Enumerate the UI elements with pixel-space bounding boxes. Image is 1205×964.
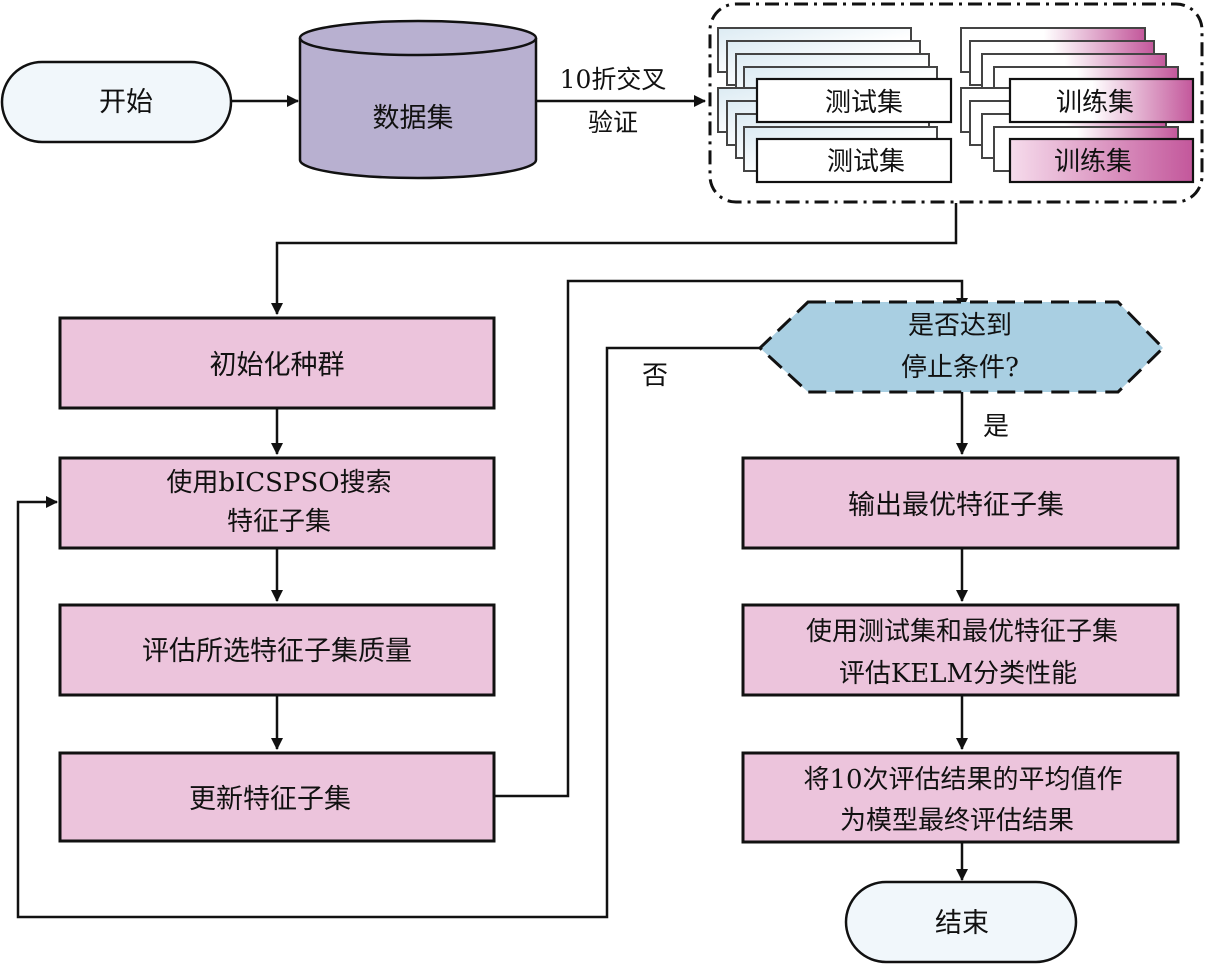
end-label: 结束	[935, 908, 989, 939]
test-set-stack: 测试集 测试集	[717, 27, 953, 184]
update-subset-process[interactable]: 更新特征子集	[58, 751, 496, 843]
train-set-1-label: 训练集	[1056, 88, 1134, 118]
output-best-process[interactable]: 输出最优特征子集	[741, 456, 1180, 550]
cv-label-line2: 验证	[588, 108, 638, 137]
evaluate-kelm-process[interactable]: 使用测试集和最优特征子集 评估KELM分类性能	[741, 603, 1180, 697]
edge-update-to-decision	[494, 279, 968, 798]
evaluate-quality-label: 评估所选特征子集质量	[142, 636, 412, 667]
update-subset-label: 更新特征子集	[189, 784, 351, 815]
search-subset-label-line1: 使用bICSPSO搜索	[166, 468, 391, 498]
cross-validation-group: 测试集 测试集 训练集 训练集	[708, 2, 1204, 204]
edge-cv-to-init	[271, 203, 958, 315]
stop-condition-label-line1: 是否达到	[908, 311, 1012, 341]
train-set-2-label: 训练集	[1054, 147, 1132, 177]
evaluate-kelm-label-line2: 评估KELM分类性能	[839, 659, 1077, 689]
connectors	[16, 95, 968, 919]
start-terminal[interactable]: 开始	[0, 60, 233, 144]
train-set-card-2[interactable]: 训练集	[1008, 137, 1195, 184]
yes-branch-label: 是	[983, 412, 1009, 442]
test-set-card-2[interactable]: 测试集	[755, 137, 953, 184]
test-set-1-label: 测试集	[825, 88, 903, 118]
output-best-label: 输出最优特征子集	[848, 490, 1064, 521]
start-label: 开始	[99, 87, 153, 118]
stop-condition-decision[interactable]: 是否达到 停止条件?	[757, 300, 1166, 394]
average-results-process[interactable]: 将10次评估结果的平均值作 为模型最终评估结果	[741, 751, 1180, 844]
search-subset-process[interactable]: 使用bICSPSO搜索 特征子集	[58, 456, 496, 550]
cv-edge-label: 10折交叉 验证	[560, 65, 667, 137]
init-population-process[interactable]: 初始化种群	[58, 316, 496, 410]
cv-label-line1: 10折交叉	[560, 65, 667, 94]
stop-condition-label-line2: 停止条件?	[901, 353, 1019, 383]
evaluate-kelm-label-line1: 使用测试集和最优特征子集	[806, 617, 1118, 647]
train-set-stack: 训练集 训练集	[960, 27, 1195, 184]
edge-decision-no-to-search	[16, 346, 760, 919]
dataset-label: 数据集	[373, 103, 454, 134]
search-subset-label-line2: 特征子集	[227, 507, 331, 537]
end-terminal[interactable]: 结束	[844, 880, 1078, 964]
train-set-card-1[interactable]: 训练集	[1008, 77, 1195, 124]
average-results-label-line1: 将10次评估结果的平均值作	[803, 765, 1122, 795]
test-set-2-label: 测试集	[827, 147, 905, 177]
test-set-card-1[interactable]: 测试集	[755, 77, 953, 124]
init-population-label: 初始化种群	[210, 350, 345, 381]
dataset-database[interactable]: 数据集	[298, 19, 538, 180]
average-results-label-line2: 为模型最终评估结果	[840, 806, 1074, 836]
evaluate-quality-process[interactable]: 评估所选特征子集质量	[58, 603, 496, 697]
no-branch-label: 否	[642, 361, 668, 391]
